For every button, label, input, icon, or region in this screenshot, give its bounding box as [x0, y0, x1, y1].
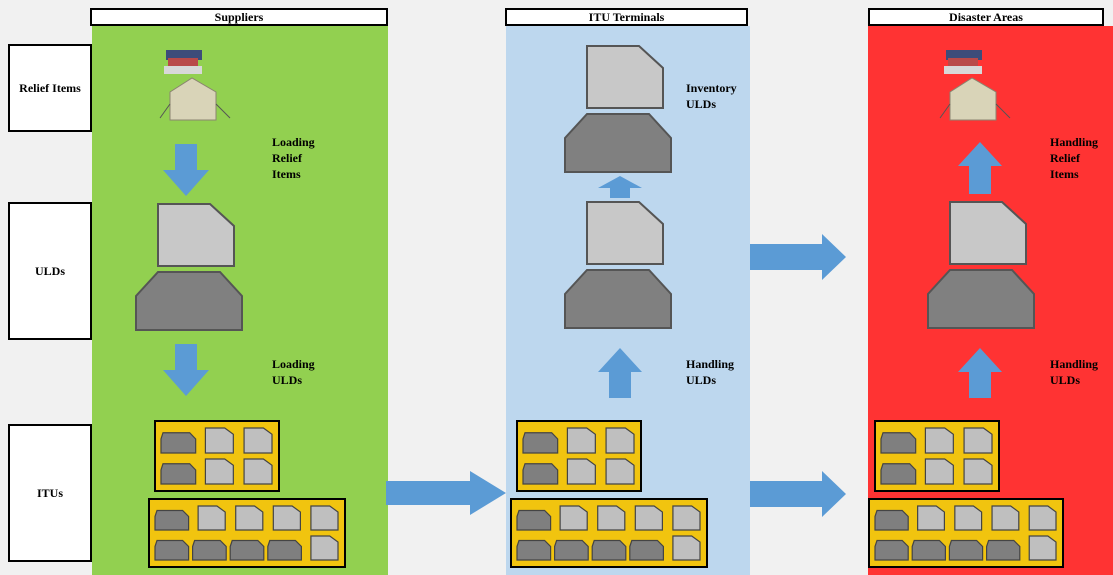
itu-large-disaster [868, 498, 1064, 568]
uld-base-icon [591, 539, 627, 561]
uld-container-icon [597, 505, 626, 531]
arrow-right-terminal-uld-to-disaster [750, 234, 846, 280]
uld-container-icon [954, 505, 983, 531]
uld-base-icon [874, 509, 909, 531]
itu-small-terminal [516, 420, 642, 492]
uld-stack-disaster [927, 201, 1035, 329]
itu-uld-grid [880, 427, 993, 485]
uld-base-icon [160, 432, 197, 454]
uld-stack-terminal-inventory [564, 45, 672, 173]
uld-base-icon [229, 539, 265, 561]
uld-base-icon [874, 539, 909, 561]
uld-container-icon [310, 535, 339, 561]
uld-stack-suppliers [135, 203, 243, 331]
itu-uld-grid [160, 427, 273, 485]
uld-base-icon [880, 432, 917, 454]
uld-container-icon [991, 505, 1020, 531]
arrow-up-itu-to-uld-disaster [958, 348, 1002, 398]
uld-container-icon [605, 458, 635, 485]
itu-large-terminal [510, 498, 708, 568]
uld-container-icon [204, 427, 234, 454]
itu-uld-grid [522, 427, 635, 485]
uld-base-icon [154, 539, 190, 561]
arrow-down-uld-to-itu [163, 344, 209, 396]
uld-container-icon [634, 505, 663, 531]
uld-container-icon [924, 427, 954, 454]
uld-container-icon [566, 427, 596, 454]
uld-container-icon [917, 505, 946, 531]
uld-base-icon [516, 539, 552, 561]
itu-small-suppliers [154, 420, 280, 492]
relief-items-illustration-suppliers [159, 50, 231, 121]
uld-container-icon [605, 427, 635, 454]
note-inventory-ulds: Inventory ULDs [686, 81, 737, 111]
note-loading-relief-items: Loading Relief Items [272, 135, 315, 181]
uld-base-icon [629, 539, 664, 561]
row-label-itus: ITUs [8, 424, 92, 562]
arrow-right-suppliers-to-terminals [386, 471, 506, 515]
uld-container-icon [924, 458, 954, 485]
suppliers-header: Suppliers [90, 8, 388, 26]
uld-base-icon [522, 463, 559, 485]
arrow-down-relief-to-uld [163, 144, 209, 196]
uld-base-icon [191, 539, 227, 561]
uld-container-icon [235, 505, 264, 531]
row-label-ulds: ULDs [8, 202, 92, 340]
uld-base-icon [880, 463, 917, 485]
uld-base-icon [522, 432, 559, 454]
uld-base-icon [267, 539, 302, 561]
uld-base-icon [160, 463, 197, 485]
itu-terminals-header: ITU Terminals [505, 8, 748, 26]
itu-uld-grid [516, 505, 701, 561]
uld-base-icon [911, 539, 947, 561]
uld-container-icon [243, 427, 273, 454]
uld-container-icon [963, 427, 993, 454]
itu-small-disaster [874, 420, 1000, 492]
row-label-relief-items: Relief Items [8, 44, 92, 132]
itu-uld-grid [874, 505, 1057, 561]
uld-container-icon [1028, 505, 1057, 531]
uld-container-icon [672, 505, 701, 531]
note-terminal-handling-ulds: Handling ULDs [686, 357, 735, 387]
itu-large-suppliers [148, 498, 346, 568]
uld-container-icon [310, 505, 339, 531]
uld-container-icon [566, 458, 596, 485]
itu-uld-grid [154, 505, 339, 561]
relief-items-illustration-disaster [939, 50, 1011, 121]
disaster-areas-header: Disaster Areas [868, 8, 1104, 26]
uld-container-icon [243, 458, 273, 485]
uld-container-icon [672, 535, 701, 561]
uld-container-icon [559, 505, 588, 531]
arrow-up-itu-to-uld-terminal [598, 348, 642, 398]
uld-container-icon [197, 505, 226, 531]
uld-base-icon [516, 509, 552, 531]
note-loading-ulds: Loading ULDs [272, 357, 315, 387]
note-handling-relief-items: Handling Relief Items [1050, 135, 1099, 181]
arrow-up-uld-to-relief [958, 142, 1002, 194]
uld-base-icon [553, 539, 589, 561]
uld-stack-terminal-handling [564, 201, 672, 329]
note-disaster-handling-ulds: Handling ULDs [1050, 357, 1099, 387]
arrow-right-terminal-itu-to-disaster [750, 471, 846, 517]
uld-base-icon [985, 539, 1021, 561]
arrow-up-handling-to-inventory [598, 176, 642, 198]
uld-container-icon [204, 458, 234, 485]
uld-base-icon [948, 539, 984, 561]
uld-container-icon [272, 505, 301, 531]
uld-container-icon [963, 458, 993, 485]
uld-base-icon [154, 509, 190, 531]
uld-container-icon [1028, 535, 1057, 561]
